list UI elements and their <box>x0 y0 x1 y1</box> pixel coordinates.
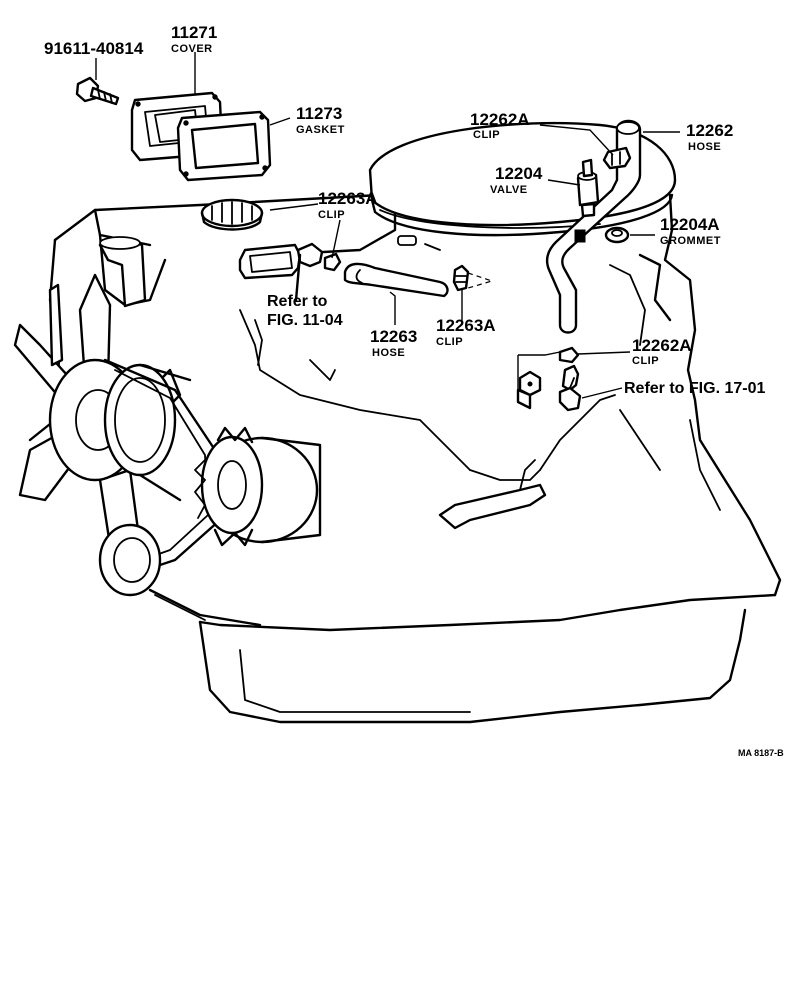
ref-fig-11-04-line2: FIG. 11-04 <box>267 312 343 329</box>
engine-block <box>28 193 782 724</box>
pcv-valve-12204 <box>576 158 600 218</box>
oil-filler-cap <box>200 198 264 231</box>
ref-fig-17-01: Refer to FIG. 17-01 <box>624 380 765 397</box>
grommet-number-label: 12204A <box>660 215 720 234</box>
clip-right-name-label: CLIP <box>632 355 659 367</box>
part-labels: 91611-40814 11271 COVER 11273 GASKET 122… <box>44 23 784 758</box>
ref-fig-11-04-line1: Refer to <box>267 293 328 310</box>
hose-top-number-label: 12262 <box>686 121 733 140</box>
clip-mid-number-label: 12263A <box>436 316 496 335</box>
hose-12262 <box>545 119 642 334</box>
hose-12263 <box>343 262 449 298</box>
bolt-part <box>75 76 120 106</box>
head-features <box>48 236 147 367</box>
pcv-left-assembly <box>238 242 342 302</box>
cover-number-label: 11271 <box>171 23 217 42</box>
cooling-fan <box>13 273 262 627</box>
clip-left-name-label: CLIP <box>318 209 345 221</box>
clip-top-number-label: 12262A <box>470 110 530 129</box>
gasket-name-label: GASKET <box>296 124 345 136</box>
drawing-code: MA 8187-B <box>738 748 784 758</box>
hose-top-name-label: HOSE <box>688 141 721 153</box>
clip-right-number-label: 12262A <box>632 336 692 355</box>
leader-lines <box>95 52 680 399</box>
clip-top-name-label: CLIP <box>473 129 500 141</box>
clip-12262a-right <box>517 346 580 395</box>
clip-mid-name-label: CLIP <box>436 336 463 348</box>
grommet-name-label: GROMMET <box>660 235 721 247</box>
clip-12263a-mid <box>452 264 495 292</box>
clip-12262a-top <box>602 146 632 170</box>
bolt-number-label: 91611-40814 <box>44 39 144 58</box>
gasket-number-label: 11273 <box>296 104 342 123</box>
gasket-part <box>176 110 272 182</box>
clip-left-number-label: 12263A <box>318 189 378 208</box>
valve-number-label: 12204 <box>495 164 543 183</box>
hose-mid-name-label: HOSE <box>372 347 405 359</box>
cover-name-label: COVER <box>171 43 213 55</box>
alternator <box>194 426 322 547</box>
fitting-fig-17-01 <box>516 364 582 412</box>
grommet-12204a <box>574 226 630 244</box>
valve-name-label: VALVE <box>490 184 528 196</box>
hose-mid-number-label: 12263 <box>370 327 417 346</box>
